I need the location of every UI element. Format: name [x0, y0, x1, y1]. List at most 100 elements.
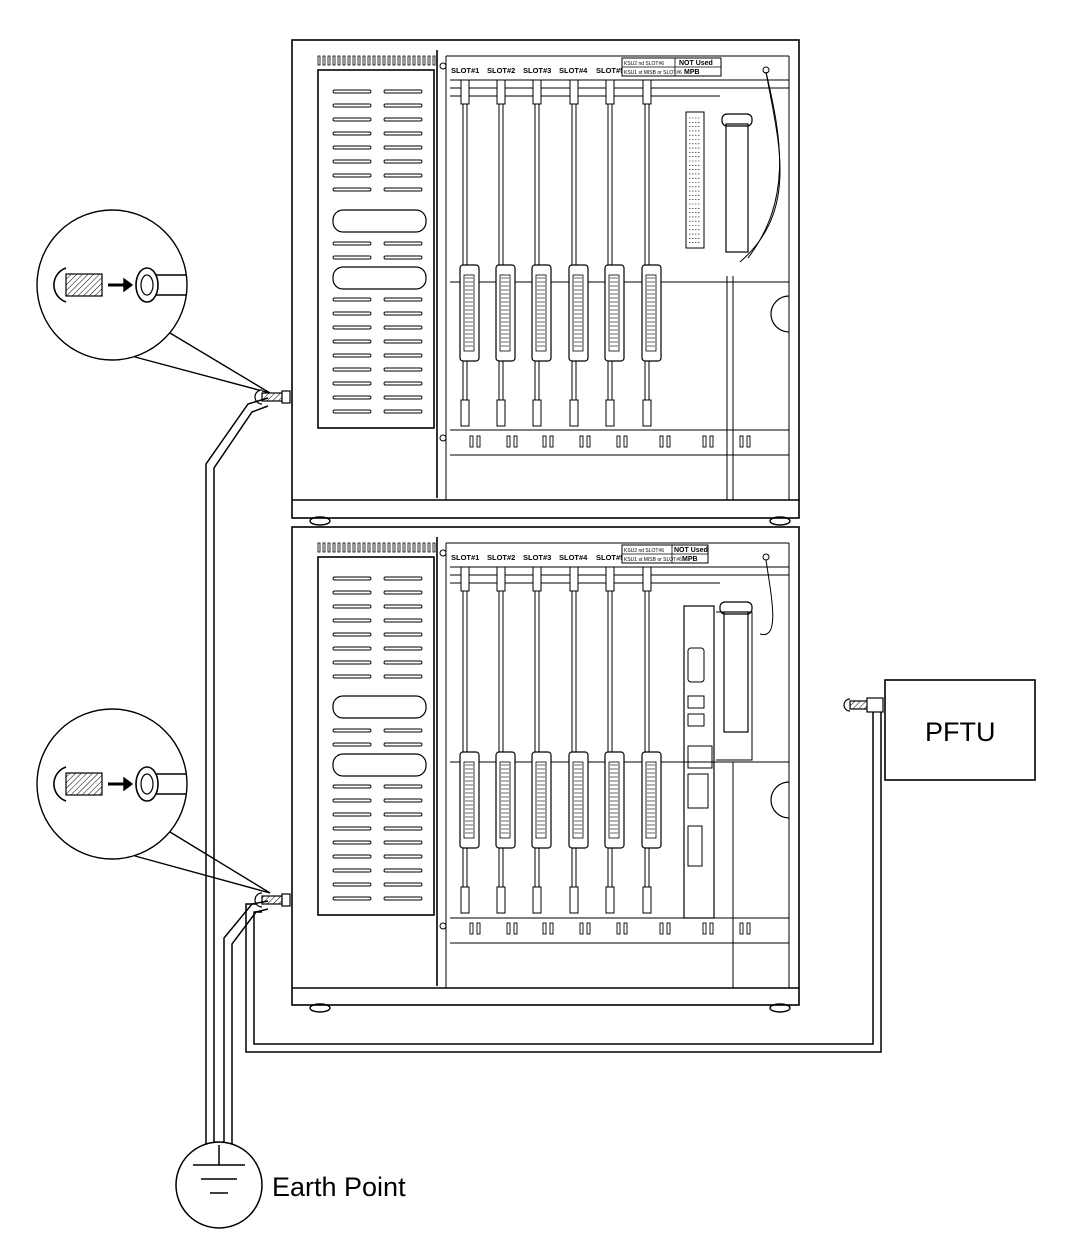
slot6-note-not-used: NOT Used [674, 547, 708, 554]
lower-slot-labels: SLOT#1 SLOT#2 SLOT#3 SLOT#4 SLOT#5 KSU2 … [451, 544, 709, 564]
slot-clip [469, 922, 474, 935]
slot-label: SLOT#2 [487, 66, 515, 75]
vent-bar [383, 89, 423, 94]
vent-bar [383, 798, 423, 803]
vent-bar [332, 674, 372, 679]
vent-slot [402, 55, 406, 66]
vent-bar [383, 173, 423, 178]
slot-clip [476, 922, 481, 935]
upper-card-slots [459, 79, 751, 448]
card-guide-bottom [496, 399, 506, 427]
vent-bar [383, 784, 423, 789]
vent-slot [382, 55, 386, 66]
vent-slot [377, 542, 381, 553]
slot-label: SLOT#1 [451, 66, 479, 75]
vent-slot [357, 542, 361, 553]
vent-bar [332, 742, 372, 747]
slot6-note-mpb: MPB [682, 556, 698, 563]
vent-bar [332, 145, 372, 150]
card-guide-bottom [569, 399, 579, 427]
card-guide-top [496, 566, 506, 592]
vent-slot [432, 542, 436, 553]
vent-bar [332, 241, 372, 246]
card-guide-bottom [532, 886, 542, 914]
vent-bar [383, 590, 423, 595]
slot-clip [549, 922, 554, 935]
ground-wires [205, 397, 882, 1145]
card-guide-top [569, 566, 579, 592]
vent-slot [427, 55, 431, 66]
connector-pins [572, 761, 584, 839]
vent-bar [332, 339, 372, 344]
slot-clip [586, 922, 591, 935]
vent-bar [383, 255, 423, 260]
vent-slot [402, 542, 406, 553]
vent-bar [332, 297, 372, 302]
vent-bar [383, 311, 423, 316]
vent-bar [383, 339, 423, 344]
vent-slot [352, 55, 356, 66]
connector-pins [463, 274, 475, 352]
vent-bar [332, 311, 372, 316]
slot6-note-ksu1: KSU1 st MISB or SLOT#6 [624, 557, 682, 563]
vent-slot [372, 55, 376, 66]
vent-bar [332, 826, 372, 831]
vent-bar [332, 381, 372, 386]
card-guide-bottom [605, 886, 615, 914]
card-guide-bottom [532, 399, 542, 427]
card-guide-bottom [496, 886, 506, 914]
slot-clip [659, 435, 664, 448]
vent-bar [383, 742, 423, 747]
slot-clip [702, 435, 707, 448]
vent-bar [332, 367, 372, 372]
vent-bar [383, 826, 423, 831]
vent-slot [412, 55, 416, 66]
slot-clip [739, 435, 744, 448]
pftu-ground-screw [843, 697, 884, 713]
slot6-note-ksu2: KSU2 nd SLOT#6 [624, 61, 664, 67]
vent-bar [383, 728, 423, 733]
vent-slot [387, 542, 391, 553]
slot-label: SLOT#5 [596, 66, 624, 75]
earth-point-label: Earth Point [272, 1172, 406, 1202]
vent-bar [332, 728, 372, 733]
slot-clip [702, 922, 707, 935]
vent-bar [383, 840, 423, 845]
vent-slot [367, 542, 371, 553]
vent-bar [332, 159, 372, 164]
slot-clip [616, 435, 621, 448]
vent-slot [387, 55, 391, 66]
vent-slot [317, 55, 321, 66]
vent-bar [383, 103, 423, 108]
ground-screw-lower [254, 892, 291, 908]
connector-pins [535, 274, 547, 352]
slot-clip [506, 922, 511, 935]
connector-pins [535, 761, 547, 839]
vent-bar [383, 854, 423, 859]
vent-slot [327, 542, 331, 553]
card-guide-top [605, 79, 615, 105]
slot-clip [616, 922, 621, 935]
vent-slot [352, 542, 356, 553]
pftu-label: PFTU [925, 717, 996, 747]
vent-slot [392, 55, 396, 66]
slot-label: SLOT#3 [523, 553, 551, 562]
vent-bar [332, 646, 372, 651]
slot-clip [579, 435, 584, 448]
vent-bar [383, 145, 423, 150]
vent-bar [383, 896, 423, 901]
vent-slot [397, 55, 401, 66]
vent-bar [383, 131, 423, 136]
card-guide-bottom [569, 886, 579, 914]
connector-pins [608, 274, 620, 352]
slot-clip [542, 922, 547, 935]
vent-slot [377, 55, 381, 66]
vent-slot [407, 542, 411, 553]
vent-bar [332, 618, 372, 623]
vent-bar [332, 882, 372, 887]
vent-bar [383, 367, 423, 372]
vent-bar [332, 868, 372, 873]
earth-point-symbol [175, 1141, 263, 1229]
vent-slot [342, 55, 346, 66]
connector-pins [499, 274, 511, 352]
